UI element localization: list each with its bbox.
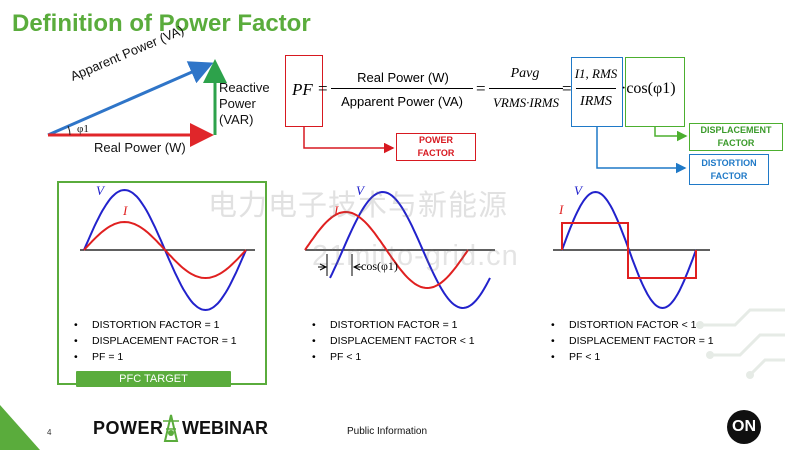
phase-arrow-right-icon	[318, 263, 328, 271]
formula-den-3: IRMS	[580, 94, 612, 109]
corner-green-triangle	[0, 405, 40, 450]
logo-tower-icon	[163, 414, 179, 442]
equals-1: =	[318, 79, 328, 98]
bullet-item: DISPLACEMENT FACTOR = 1	[74, 333, 237, 349]
page-number: 4	[47, 428, 52, 437]
waveform-panel-3	[553, 190, 710, 310]
real-power-label: Real Power (W)	[94, 140, 186, 155]
watermark-url: 21mitto-grid.cn	[312, 240, 519, 272]
phase-arrow-left-icon	[352, 263, 362, 271]
voltage-label-3: V	[574, 183, 582, 198]
equals-2: =	[476, 79, 486, 98]
reactive-label-line3: (VAR)	[219, 112, 254, 127]
voltage-label-2: V	[356, 183, 364, 198]
reactive-label-line2: Power	[219, 96, 256, 111]
displacement-label-line2: FACTOR	[717, 138, 755, 148]
page-title: Definition of Power Factor	[12, 10, 311, 37]
fraction-bar-1	[331, 88, 473, 89]
distortion-label-line2: FACTOR	[710, 170, 748, 181]
logo-webinar-text: WEBINAR	[182, 418, 268, 438]
current-label-1: I	[123, 203, 128, 218]
voltage-wave-2	[329, 190, 491, 310]
distortion-label-line1: DISTORTION	[701, 157, 757, 168]
voltage-label-1: V	[96, 183, 104, 198]
bullet-item: DISPLACEMENT FACTOR = 1	[551, 333, 714, 349]
current-wave-1	[83, 220, 247, 280]
formula-cos: ·cos(φ1)	[621, 80, 676, 97]
connector-lines	[303, 126, 688, 174]
current-label-2: I	[334, 203, 339, 218]
formula-den-1: Apparent Power (VA)	[341, 94, 463, 109]
watermark-text: 电力电子技术与新能源	[208, 188, 509, 222]
angle-arc	[67, 125, 71, 136]
equals-3: =	[562, 79, 572, 98]
formula-num-1: Real Power (W)	[357, 70, 449, 85]
current-label-3: I	[559, 202, 564, 217]
current-wave-2	[304, 210, 469, 290]
phase-shift-label: cos(φ1)	[361, 259, 398, 273]
fraction-bar-3	[576, 88, 616, 89]
displacement-label-line1: DISPLACEMENT	[700, 125, 772, 135]
power-factor-label: POWER FACTOR	[396, 133, 476, 161]
bullet-item: PF < 1	[312, 349, 475, 365]
bullet-item: DISTORTION FACTOR = 1	[74, 317, 237, 333]
bullet-item: PF < 1	[551, 349, 714, 365]
formula-den-2: VRMS·IRMS	[492, 95, 560, 110]
power-factor-label-line2: FACTOR	[417, 148, 455, 158]
phi-angle-label: φ1	[77, 123, 89, 135]
bullet-item: DISTORTION FACTOR = 1	[312, 317, 475, 333]
on-semi-logo: ON	[727, 410, 761, 444]
bullet-item: PF = 1	[74, 349, 237, 365]
logo-power-text: POWER	[93, 418, 164, 438]
bullets-panel-2: DISTORTION FACTOR = 1 DISPLACEMENT FACTO…	[312, 317, 475, 365]
waveform-panel-2	[304, 190, 495, 310]
formula-num-3: I1, RMS	[574, 66, 618, 81]
distortion-factor-label: DISTORTION FACTOR	[689, 154, 769, 185]
current-square-wave-3	[561, 222, 697, 279]
power-triangle	[47, 59, 227, 147]
reactive-label-line1: Reactive	[219, 80, 270, 95]
bullets-panel-1: DISTORTION FACTOR = 1 DISPLACEMENT FACTO…	[74, 317, 237, 365]
power-factor-label-line1: POWER	[418, 135, 453, 145]
bullet-item: DISPLACEMENT FACTOR < 1	[312, 333, 475, 349]
circuit-decoration	[696, 308, 785, 379]
bullet-item: DISTORTION FACTOR < 1	[551, 317, 714, 333]
reactive-power-label: Reactive Power (VAR)	[219, 80, 270, 128]
formula-num-2: Pavg	[510, 66, 540, 81]
fraction-bar-2	[489, 88, 563, 89]
pfc-target-badge: PFC TARGET	[76, 371, 231, 387]
apparent-power-vector	[47, 61, 214, 137]
displacement-factor-label: DISPLACEMENT FACTOR	[689, 123, 783, 151]
waveform-panel-1	[80, 188, 255, 312]
bullets-panel-3: DISTORTION FACTOR < 1 DISPLACEMENT FACTO…	[551, 317, 714, 365]
public-information: Public Information	[347, 426, 428, 437]
pf-symbol: PF	[292, 80, 313, 99]
